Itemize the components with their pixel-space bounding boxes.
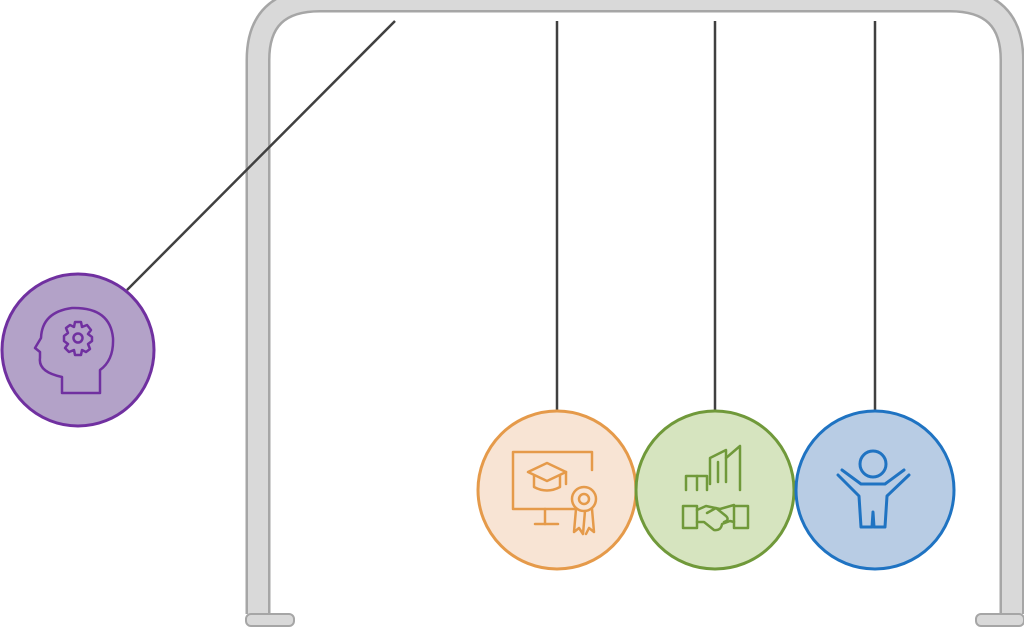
person-ball [794,409,956,571]
string-mind [126,20,396,291]
cradle-strings [126,20,877,410]
online-certificate-icon [511,450,598,536]
frame-foot-left [245,613,295,627]
frame-inner [248,0,1022,614]
business-handshake-icon [681,444,750,532]
education-ball [476,409,638,571]
child-person-icon [836,449,911,529]
head-gear-icon [33,306,115,395]
frame-foot-right [975,613,1024,627]
cradle-frame [245,0,1024,627]
mind-ball [0,272,156,428]
partnership-ball [634,409,796,571]
